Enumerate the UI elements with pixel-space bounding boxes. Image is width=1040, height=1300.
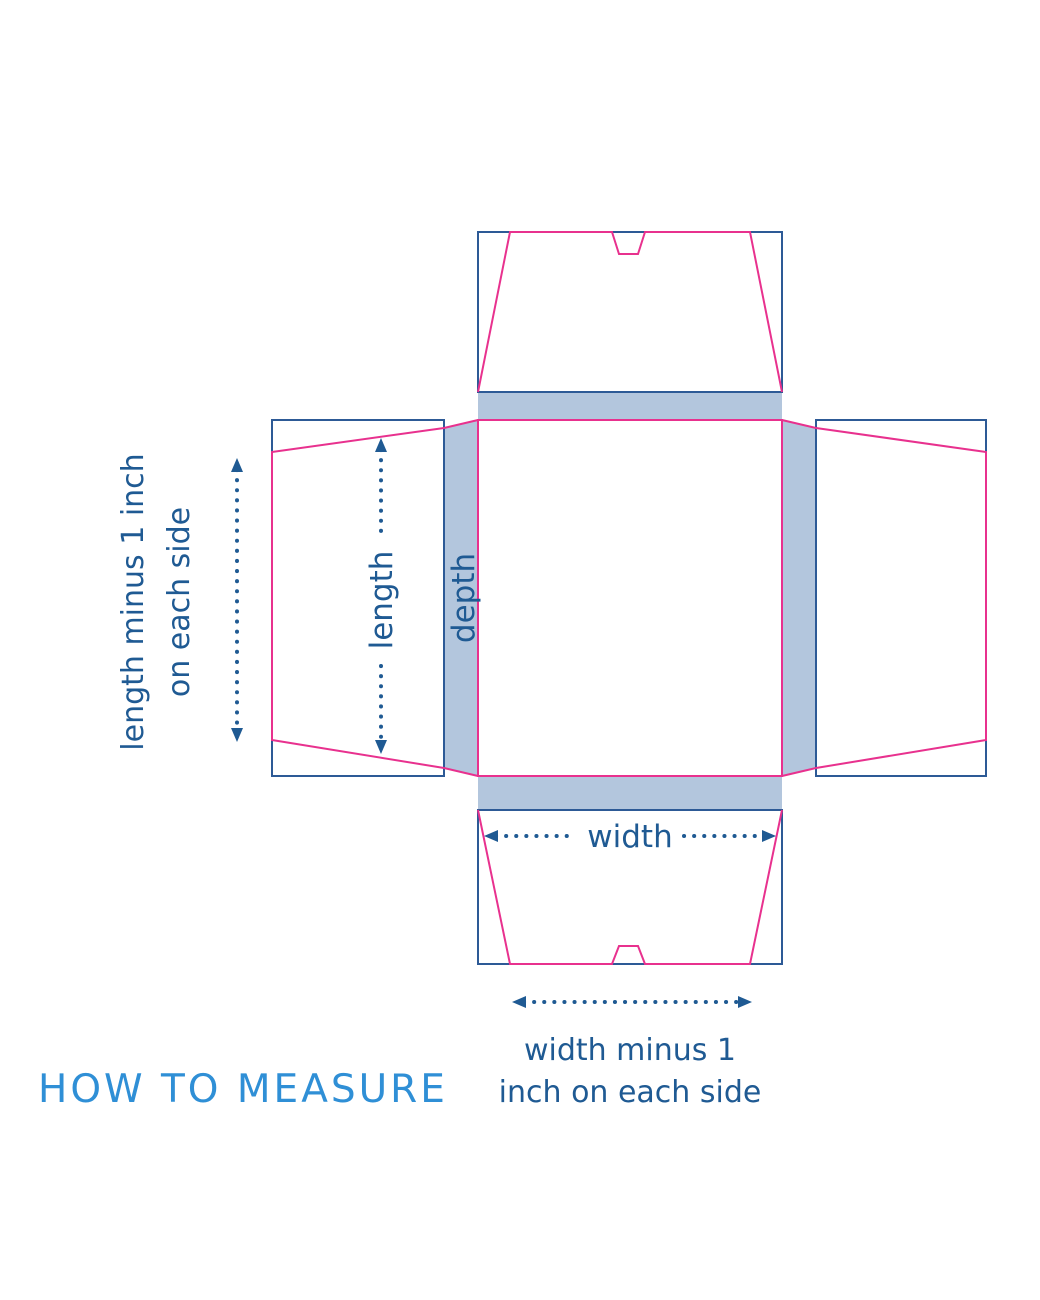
width-minus-arrow-head-left: [512, 996, 526, 1008]
top-flap-cut: [477, 231, 783, 393]
diagram-labels: depth length width length minus 1 inch o…: [38, 453, 761, 1112]
length-arrow-head-bottom: [375, 740, 387, 754]
depth-band-left: [444, 420, 478, 776]
width-minus-label-line1: width minus 1: [524, 1033, 736, 1068]
width-minus-arrow-head-right: [738, 996, 752, 1008]
measure-arrows: [231, 438, 776, 1008]
width-arrow-head-right: [762, 830, 776, 842]
cut-lines: [271, 231, 987, 965]
length-arrow-head-top: [375, 438, 387, 452]
how-to-measure-heading: HOW TO MEASURE: [38, 1067, 448, 1112]
width-label: width: [587, 819, 672, 855]
length-minus-label-line1: length minus 1 inch: [116, 453, 151, 750]
depth-band-right: [782, 420, 816, 776]
length-label: length: [364, 551, 400, 650]
length-minus-arrow-head-bottom: [231, 728, 243, 742]
width-arrow-head-left: [484, 830, 498, 842]
right-flap-cut: [781, 419, 987, 777]
top-flap-outline: [477, 231, 783, 393]
bottom-flap-cut: [477, 809, 783, 965]
right-flap-outline: [815, 419, 987, 777]
depth-label: depth: [446, 553, 482, 643]
bottom-flap-outline: [477, 809, 783, 965]
depth-bands: [444, 392, 816, 810]
left-flap-outline: [271, 419, 445, 777]
width-minus-label-line2: inch on each side: [499, 1075, 762, 1110]
length-minus-label-line2: on each side: [162, 507, 197, 697]
base-panel: [477, 419, 783, 777]
length-minus-arrow-head-top: [231, 458, 243, 472]
depth-band-bottom: [478, 776, 782, 810]
depth-band-top: [478, 392, 782, 420]
left-flap-cut: [271, 419, 479, 777]
